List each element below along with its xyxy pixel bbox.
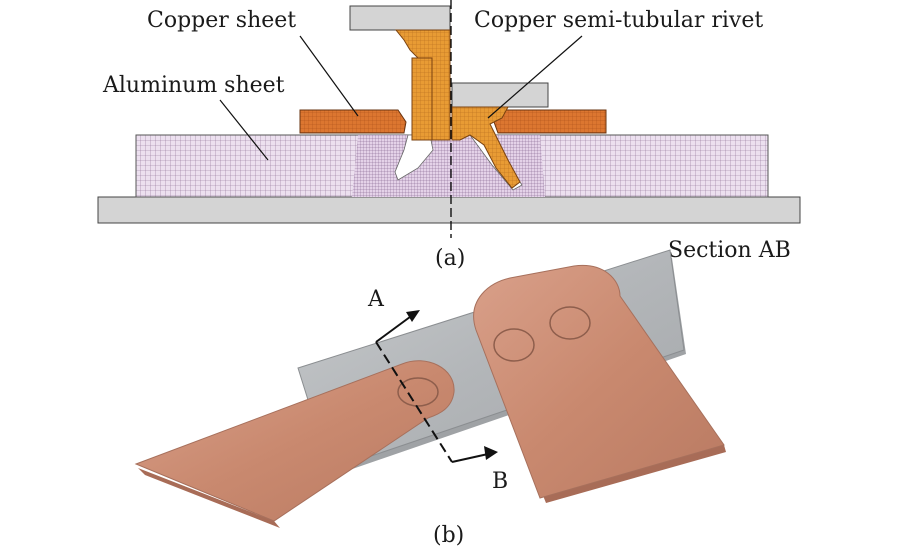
panel-a: Copper sheet Copper semi-tubular rivet A… bbox=[97, 0, 801, 271]
arrow-b-head bbox=[484, 446, 498, 460]
rivet-right bbox=[451, 106, 521, 189]
copper-strip-small bbox=[134, 360, 455, 522]
arrow-a-head bbox=[406, 310, 420, 322]
bottom-die bbox=[97, 196, 801, 224]
punch-right bbox=[451, 82, 549, 108]
rivet-mark-small bbox=[397, 377, 439, 407]
marker-a: A bbox=[367, 287, 385, 312]
label-copper-sheet: Copper sheet bbox=[147, 8, 296, 33]
panel-b: A B (b) bbox=[134, 249, 726, 548]
caption-b: (b) bbox=[433, 523, 464, 548]
label-section-ab: Section AB bbox=[668, 238, 791, 263]
rivet-mark-large-2 bbox=[549, 306, 591, 340]
leader-rivet bbox=[487, 35, 583, 119]
caption-a: (a) bbox=[435, 246, 465, 271]
copper-tab-large bbox=[473, 264, 725, 499]
leader-aluminum bbox=[219, 99, 269, 161]
marker-b: B bbox=[492, 469, 508, 494]
arrow-a-shaft bbox=[375, 313, 415, 343]
leader-copper-sheet bbox=[299, 35, 359, 117]
arrow-b-shaft bbox=[451, 453, 489, 463]
rivet-mark-large-1 bbox=[493, 328, 535, 362]
copper-strip-small-side bbox=[138, 468, 280, 528]
punch-left bbox=[349, 5, 451, 31]
copper-sheet-right bbox=[493, 109, 607, 134]
label-aluminum-sheet: Aluminum sheet bbox=[102, 73, 285, 98]
rivet-left-shank bbox=[411, 57, 433, 141]
label-rivet: Copper semi-tubular rivet bbox=[474, 8, 763, 33]
section-line bbox=[375, 341, 453, 463]
copper-sheet-left bbox=[299, 109, 407, 134]
